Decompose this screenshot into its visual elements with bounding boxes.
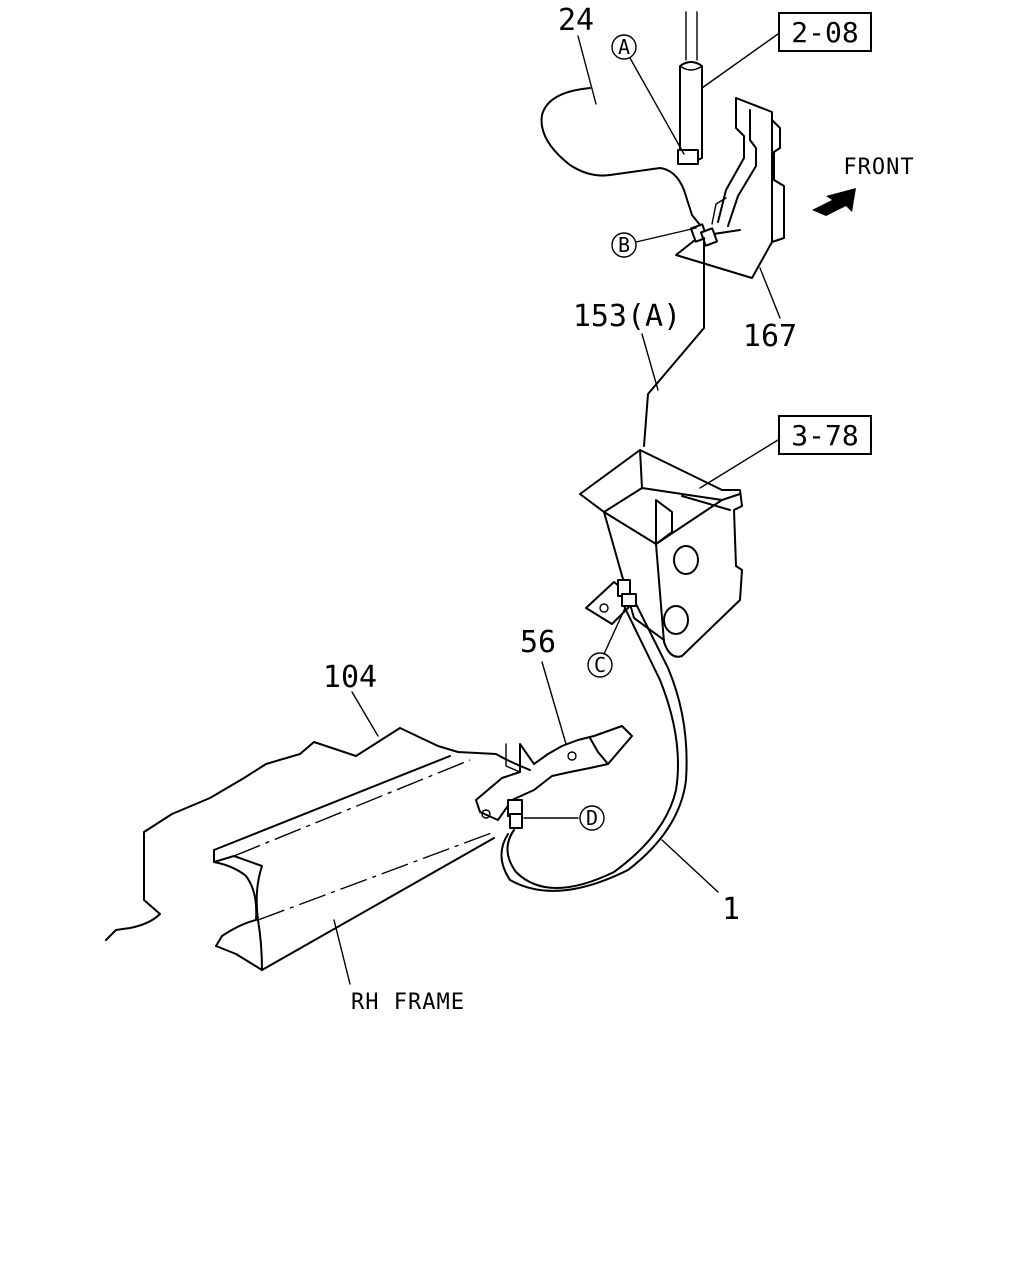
pipe-1 <box>500 603 688 892</box>
part-number-104: 104 <box>323 660 377 695</box>
part-number-1: 1 <box>722 892 740 927</box>
callout-a: A <box>611 34 637 60</box>
leader-lines <box>333 33 781 985</box>
part-number-167: 167 <box>743 319 797 354</box>
part-24-shield <box>540 87 701 226</box>
pipe-153a <box>643 237 705 447</box>
part-number-24: 24 <box>558 3 594 38</box>
upper-rod <box>677 11 703 165</box>
svg-text:C: C <box>594 653 606 677</box>
svg-text:2-08: 2-08 <box>791 16 858 49</box>
ref-box-3-78: 3-78 <box>778 415 872 455</box>
part-56-bracket <box>475 725 633 829</box>
callout-d: D <box>579 805 605 831</box>
bracket-3-78 <box>579 449 743 658</box>
callout-b: B <box>611 232 637 258</box>
svg-text:3-78: 3-78 <box>791 419 858 452</box>
rh-frame-label: RH FRAME <box>351 990 465 1015</box>
part-number-56: 56 <box>520 625 556 660</box>
svg-text:B: B <box>618 233 630 257</box>
rh-frame-rail <box>213 755 495 971</box>
front-arrow-icon <box>812 188 856 216</box>
part-104-harness <box>105 727 531 941</box>
callout-c: C <box>587 652 613 678</box>
part-number-153a: 153(A) <box>573 299 681 334</box>
ref-box-2-08: 2-08 <box>778 12 872 52</box>
svg-text:D: D <box>586 806 598 830</box>
svg-text:A: A <box>618 35 630 59</box>
front-label: FRONT <box>843 155 914 180</box>
